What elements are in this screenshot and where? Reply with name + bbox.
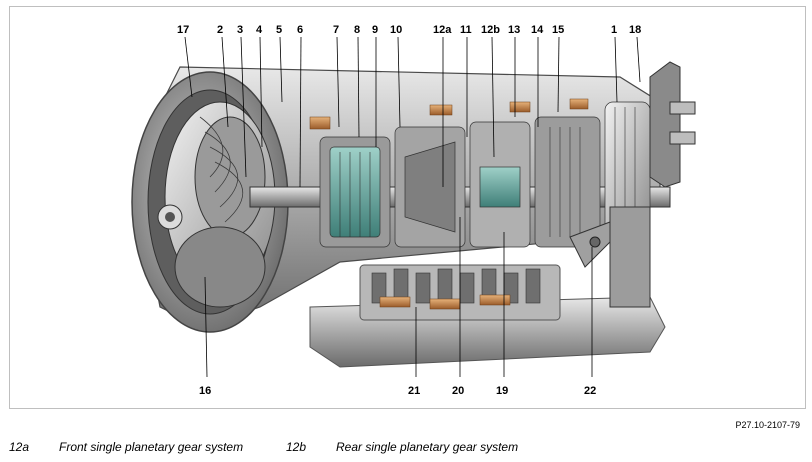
callout-22: 22 (584, 385, 597, 397)
callout-20: 20 (452, 385, 465, 397)
callout-13: 13 (508, 24, 521, 36)
callout-16: 16 (199, 385, 212, 397)
callout-21: 21 (408, 385, 421, 397)
callout-12b: 12b (481, 24, 500, 36)
callout-3: 3 (237, 24, 244, 36)
legend-code: 12b (286, 440, 307, 454)
legend-text: Front single planetary gear system (59, 440, 244, 454)
cutaway-illustration: 17 2 3 4 5 6 7 8 9 10 12a 11 12b 13 14 1… (9, 6, 806, 409)
legend-item-12b: 12b Rear single planetary gear system (286, 440, 518, 454)
callout-17: 17 (177, 24, 190, 36)
callout-9: 9 (372, 24, 379, 36)
callout-11: 11 (460, 24, 472, 36)
transmission-cutaway-drawing (131, 36, 696, 378)
callout-18: 18 (629, 24, 642, 36)
callout-12a: 12a (433, 24, 452, 36)
legend-code: 12a (9, 440, 30, 454)
callout-8: 8 (354, 24, 361, 36)
callout-10: 10 (390, 24, 403, 36)
figure-reference: P27.10-2107-79 (735, 420, 800, 430)
callout-19: 19 (496, 385, 509, 397)
legend-item-12a: 12a Front single planetary gear system (9, 440, 243, 454)
callout-1: 1 (611, 24, 618, 36)
callout-2: 2 (217, 24, 224, 36)
callout-7: 7 (333, 24, 340, 36)
callout-5: 5 (276, 24, 283, 36)
callout-6: 6 (297, 24, 304, 36)
callout-15: 15 (552, 24, 565, 36)
callout-14: 14 (531, 24, 544, 36)
legend-text: Rear single planetary gear system (336, 440, 519, 454)
callout-4: 4 (256, 24, 263, 36)
